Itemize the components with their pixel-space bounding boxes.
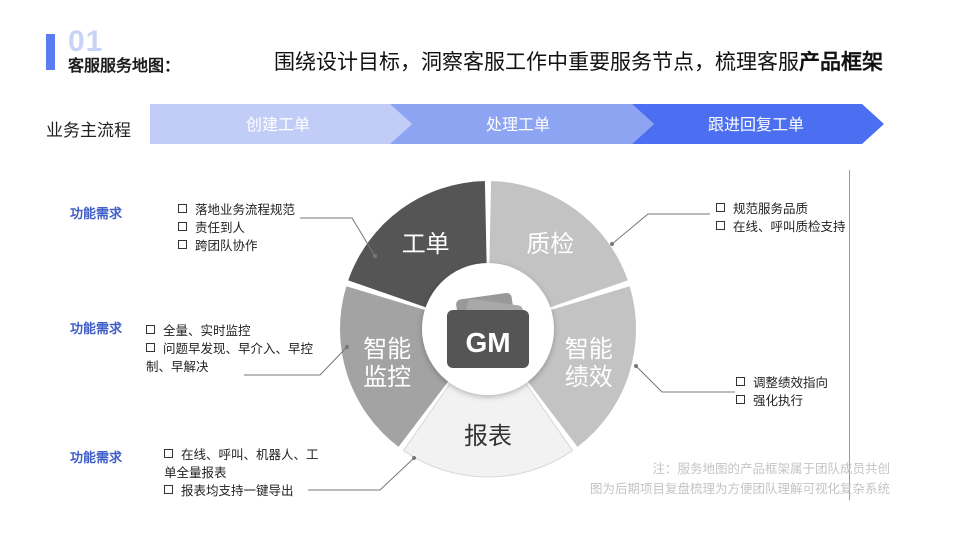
right-list-1: 规范服务品质 在线、呼叫质检支持 [716,200,846,236]
connector-line [244,346,348,376]
list-item: 规范服务品质 [716,200,846,218]
wheel-segment-label: 监控 [363,363,411,391]
footnote: 注：服务地图的产品框架属于团队成员共创 图为后期项目复盘梳理为方便团队理解可视化… [590,459,890,499]
section-number: 01 [68,25,104,58]
flow-step-1-shape [150,104,412,144]
connector-dot [610,242,614,246]
flow-step-2-shape [390,104,654,144]
wheel-segment-label: 工单 [402,230,450,258]
requirement-list-1: 落地业务流程规范 责任到人 跨团队协作 [178,201,295,255]
checkbox-icon [146,325,155,334]
footnote-line-1: 注：服务地图的产品框架属于团队成员共创 [652,461,890,476]
connector-dot [373,254,377,258]
checkbox-icon [736,377,745,386]
center-card [447,310,529,368]
footnote-line-2: 图为后期项目复盘梳理为方便团队理解可视化复杂系统 [589,481,890,496]
requirement-list-2: 全量、实时监控 问题早发现、早介入、早控制、早解决 [146,322,316,376]
wheel-segment-label: 绩效 [565,363,613,391]
checkbox-icon [716,221,725,230]
flow-label: 业务主流程 [46,121,131,141]
checkbox-icon [164,485,173,494]
list-item: 报表均支持一键导出 [164,482,324,500]
flow-step-2: 处理工单 [486,115,550,134]
checkbox-icon [146,343,155,352]
list-item: 问题早发现、早介入、早控制、早解决 [146,341,314,374]
requirement-list-3: 在线、呼叫、机器人、工单全量报表 报表均支持一键导出 [164,446,324,500]
right-list-2: 调整绩效指向 强化执行 [736,374,828,410]
wheel-segment-label: 报表 [464,422,512,450]
wheel-segment-label: 质检 [526,230,574,258]
section-title: 客服服务地图： [68,56,181,75]
connector-line [308,457,415,491]
list-item: 强化执行 [736,392,828,410]
checkbox-icon [164,449,173,458]
checkbox-icon [716,203,725,212]
flow-step-1: 创建工单 [246,115,310,134]
center-logo: GM [465,327,510,358]
flow-step-3-shape [632,104,884,144]
wheel-segment-label: 智能 [363,335,411,363]
connector-line [635,365,735,393]
list-item: 调整绩效指向 [736,374,828,392]
checkbox-icon [736,395,745,404]
list-item: 在线、呼叫、机器人、工单全量报表 [164,447,319,480]
checkbox-icon [178,222,187,231]
requirement-label: 功能需求 [70,451,123,466]
requirement-label: 功能需求 [70,207,123,222]
list-item: 责任到人 [178,219,295,237]
connector-dot [412,456,416,460]
list-item: 落地业务流程规范 [178,201,295,219]
requirement-label: 功能需求 [70,322,123,337]
connector-dot [634,364,638,368]
list-item: 全量、实时监控 [146,322,316,340]
accent-bar [46,34,55,70]
connector-line [300,217,376,257]
service-wheel: 工单质检智能绩效报表智能监控 GM [340,181,636,478]
list-item: 在线、呼叫质检支持 [716,218,846,236]
headline: 围绕设计目标，洞察客服工作中重要服务节点，梳理客服产品框架 [274,46,883,76]
checkbox-icon [178,240,187,249]
flow-arrows: 创建工单 处理工单 跟进回复工单 [150,104,884,144]
divider-line [849,170,850,500]
connector-dot [345,345,349,349]
list-item: 跨团队协作 [178,237,295,255]
flow-step-3: 跟进回复工单 [708,115,804,134]
connector-line [611,213,710,245]
headline-text: 围绕设计目标，洞察客服工作中重要服务节点，梳理客服 [274,50,799,74]
headline-bold: 产品框架 [799,50,883,74]
checkbox-icon [178,204,187,213]
wheel-segment-label: 智能 [565,335,613,363]
